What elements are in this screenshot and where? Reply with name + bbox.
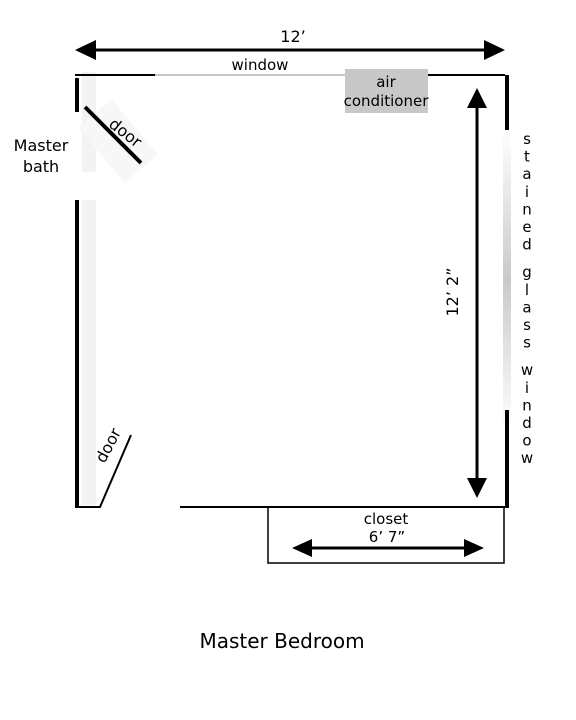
stained-glass-letter: i: [525, 379, 529, 397]
closet-arrow-head-left: [292, 539, 312, 557]
closet-outline: [267, 507, 505, 564]
stained-glass-letter: o: [522, 432, 531, 450]
stained-glass-letter: a: [522, 298, 531, 316]
stained-glass-letter: t: [524, 148, 530, 166]
stained-glass-letter: s: [523, 316, 531, 334]
stained-glass-letter: a: [522, 165, 531, 183]
closet-arrow-head-right: [464, 539, 484, 557]
air-conditioner: [345, 69, 428, 113]
air-conditioner-label-line2: conditioner: [344, 92, 430, 110]
air-conditioner-label-line1: air: [376, 73, 396, 91]
stained-glass-window: [503, 130, 511, 430]
bath-door: [83, 105, 143, 165]
height-arrow-head-bottom: [467, 478, 487, 498]
height-arrow-head-top: [467, 88, 487, 108]
width-arrow-head-right: [484, 40, 505, 60]
closet-width-label: 6’ 7”: [369, 528, 405, 546]
master-bath-label-line1: Master: [14, 136, 69, 155]
stained-glass-letter: w: [521, 449, 533, 467]
wall-shadow: [82, 200, 96, 505]
stained-glass-letter: e: [522, 218, 531, 236]
stained-glass-letter: s: [523, 334, 531, 352]
stained-glass-letter: l: [525, 281, 529, 299]
height-label: 12’ 2”: [443, 268, 462, 317]
stained-glass-letter: w: [521, 361, 533, 379]
stained-glass-letter: d: [522, 414, 532, 432]
stained-glass-letter: i: [525, 183, 529, 201]
stained-glass-letter: s: [523, 130, 531, 148]
width-label: 12’: [280, 27, 305, 46]
window-label: window: [232, 56, 289, 74]
plan-title: Master Bedroom: [199, 629, 364, 653]
master-bath-label-line2: bath: [23, 157, 59, 176]
stained-glass-letter: g: [522, 263, 532, 281]
width-arrow-head-left: [75, 40, 96, 60]
stained-glass-letter: d: [522, 236, 532, 254]
bottom-left-door: [76, 434, 132, 508]
closet-label: closet: [364, 510, 409, 528]
stained-glass-letter: n: [522, 200, 532, 218]
stained-glass-letter: n: [522, 396, 532, 414]
